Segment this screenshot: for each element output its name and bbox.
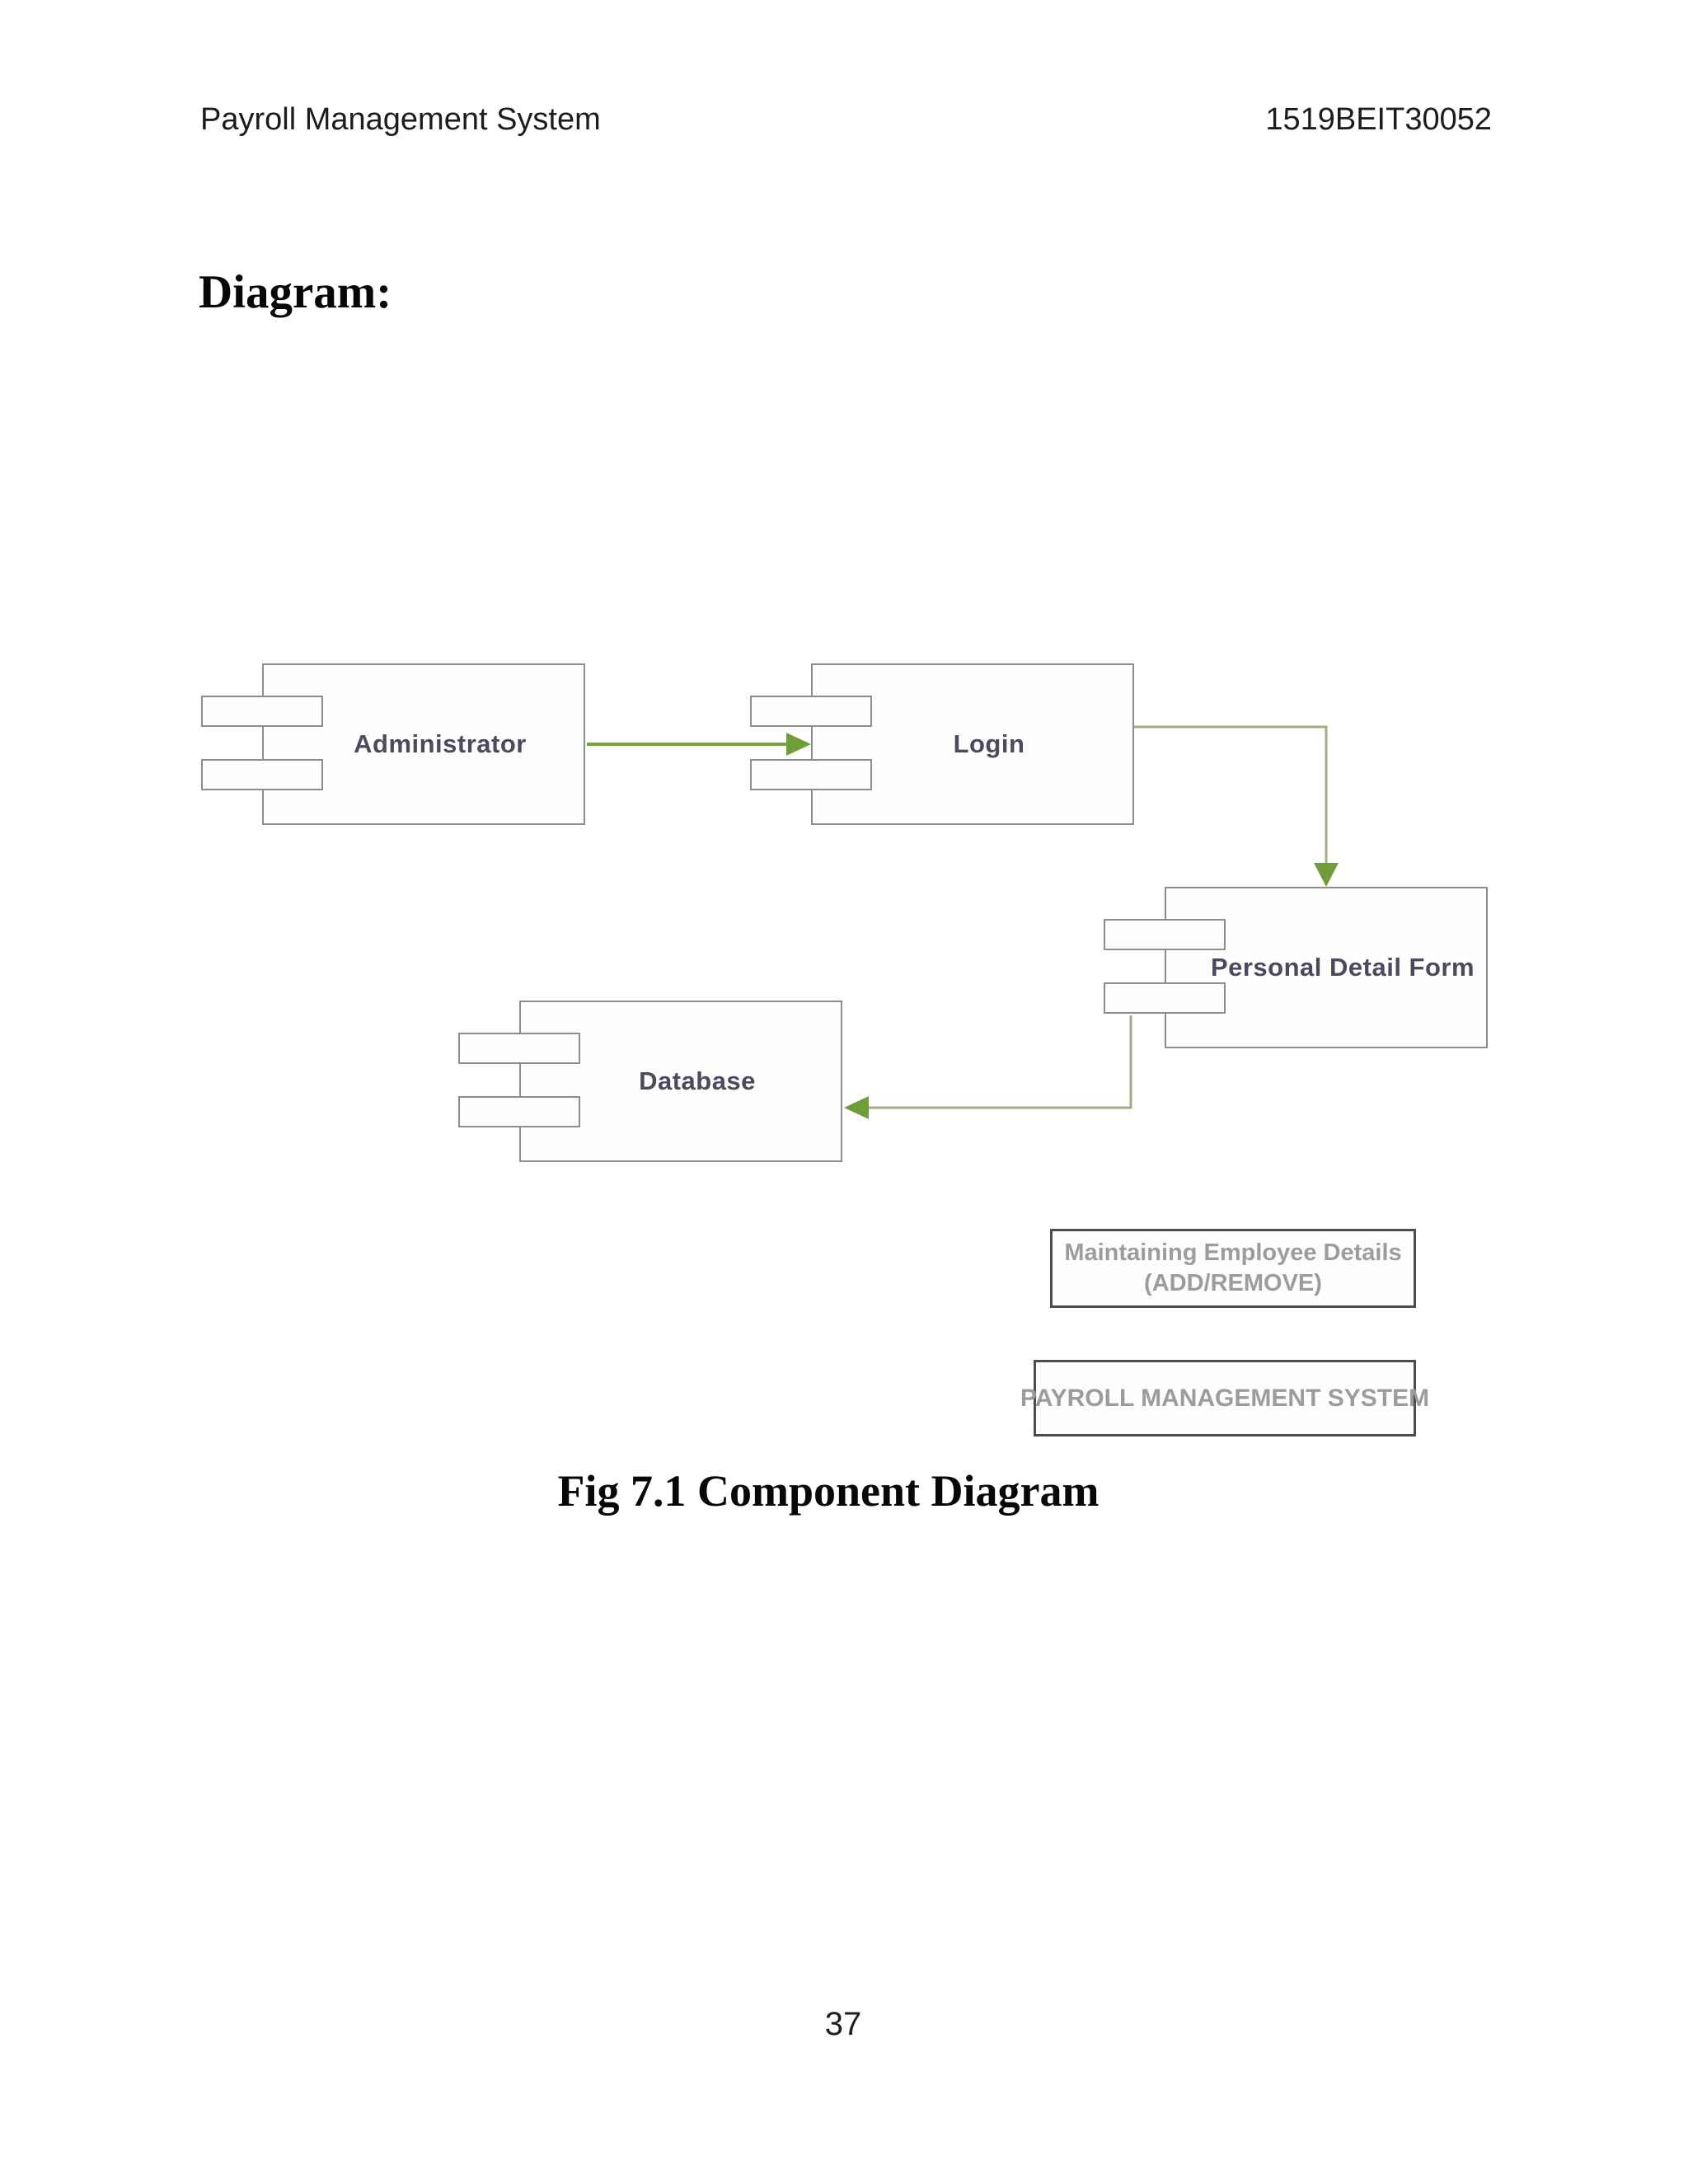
note-line: PAYROLL MANAGEMENT SYSTEM <box>1020 1384 1430 1412</box>
header-document-id: 1519BEIT30052 <box>1265 102 1492 137</box>
component-label: Database <box>639 1066 756 1095</box>
component-box <box>811 663 1134 825</box>
note-payroll-management-system: PAYROLL MANAGEMENT SYSTEM <box>1020 1360 1429 1436</box>
component-icon-tab <box>458 1033 580 1064</box>
component-icon-tab <box>1104 919 1226 950</box>
component-icon-tab <box>750 696 872 727</box>
component-box <box>262 663 585 825</box>
component-icon-tab <box>458 1096 580 1127</box>
page-number: 37 <box>824 2006 862 2042</box>
component-administrator: Administrator <box>201 663 585 825</box>
note-maintaining-employee-details: Maintaining Employee Details (ADD/REMOVE… <box>1050 1229 1416 1308</box>
note-line: Maintaining Employee Details <box>1064 1240 1402 1266</box>
section-heading: Diagram: <box>199 266 392 318</box>
component-icon-tab <box>1104 982 1226 1014</box>
header-title: Payroll Management System <box>200 102 601 137</box>
component-label: Login <box>953 729 1025 758</box>
component-database: Database <box>458 1001 842 1162</box>
arrowhead-icon <box>786 733 811 756</box>
arrowhead-icon <box>1314 863 1339 887</box>
component-icon-tab <box>201 696 323 727</box>
note-line: (ADD/REMOVE) <box>1144 1270 1322 1296</box>
component-box <box>519 1001 842 1162</box>
component-box <box>1165 887 1488 1048</box>
arrowhead-icon <box>844 1096 869 1119</box>
component-login: Login <box>750 663 1134 825</box>
component-label: Personal Detail Form <box>1210 953 1475 982</box>
component-icon-tab <box>201 759 323 790</box>
component-icon-tab <box>750 759 872 790</box>
component-personal-detail-form: Personal Detail Form <box>1104 887 1488 1048</box>
connector-personal-detail-form-database <box>867 1015 1132 1109</box>
connector-login-personal-detail-form <box>1134 725 1328 883</box>
component-label: Administrator <box>354 729 527 758</box>
figure-caption: Fig 7.1 Component Diagram <box>557 1466 1100 1516</box>
